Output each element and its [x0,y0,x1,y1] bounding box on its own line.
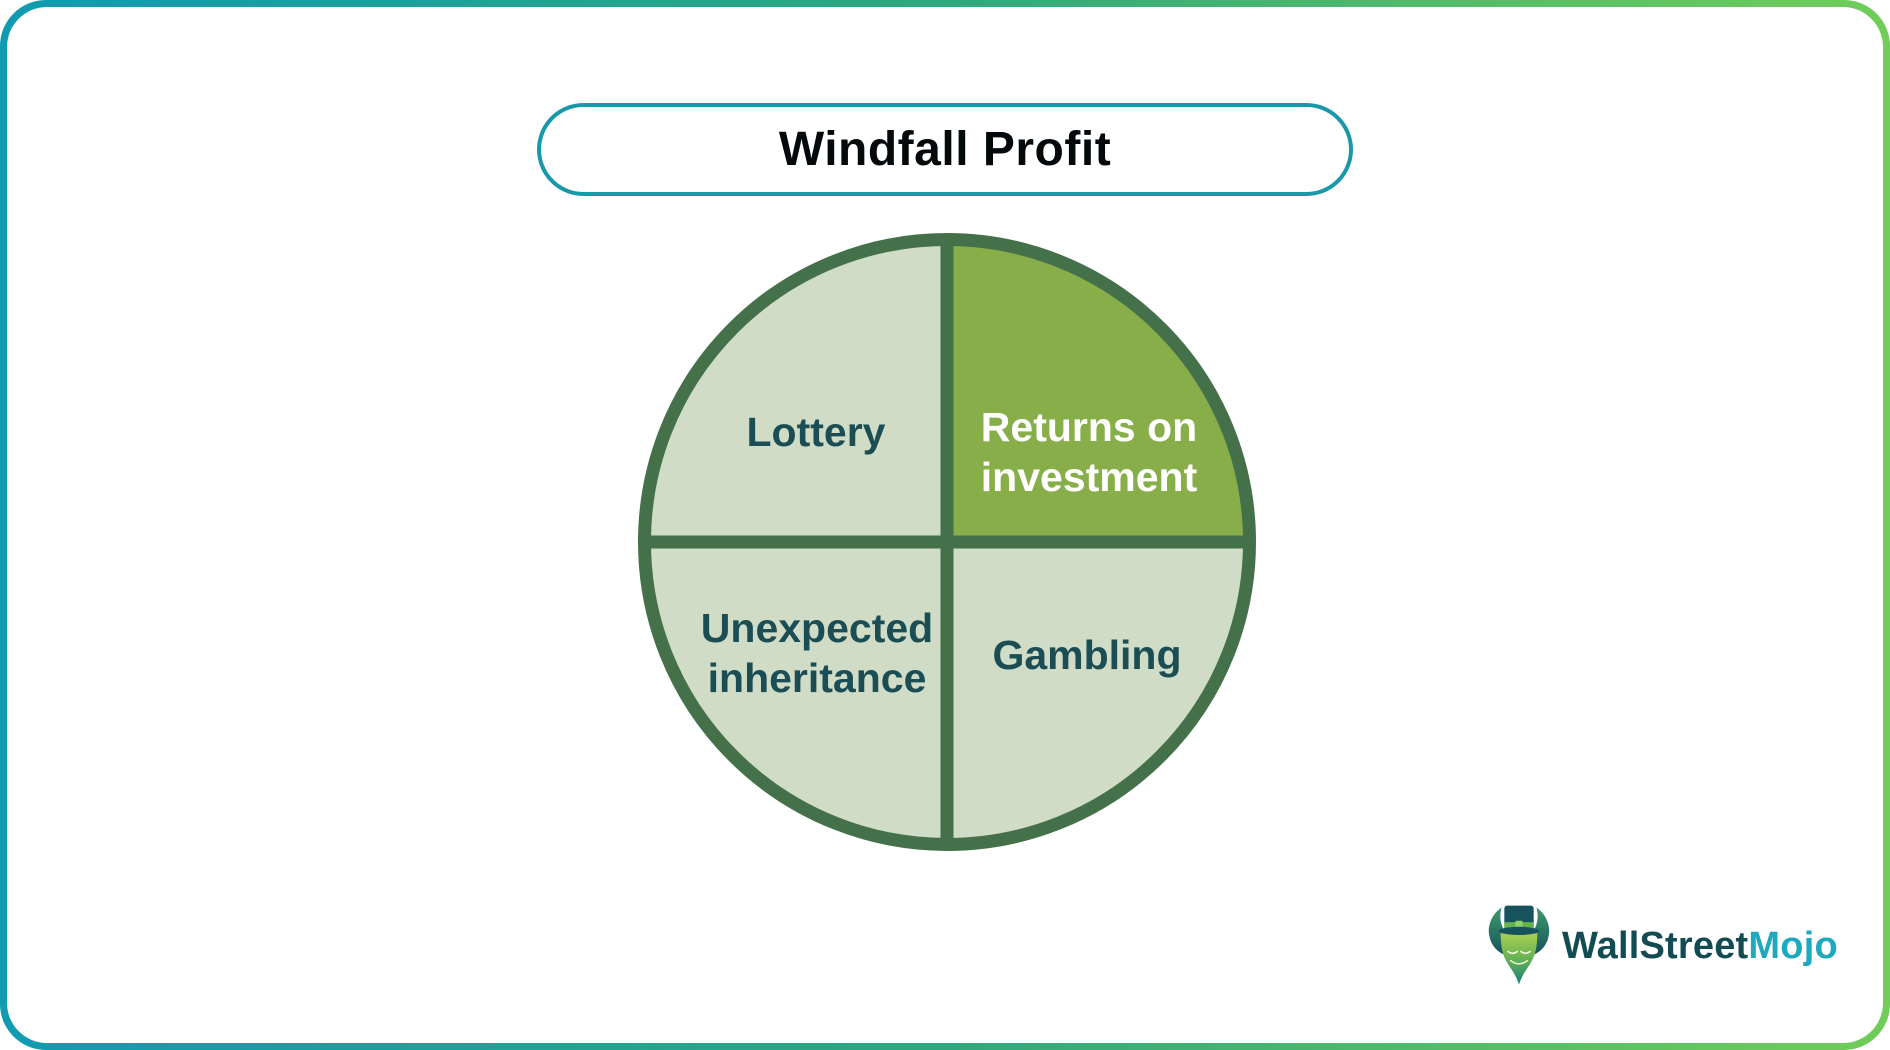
windfall-profit-diagram [638,233,1256,851]
segment-label-returns-on-investment: Returns on investment [981,402,1197,502]
segment-label-line: Lottery [746,409,886,455]
segment-label-line: Gambling [992,632,1182,678]
wallstreetmojo-logo: WallStreetMojo [1486,898,1838,994]
segment-label-line: inheritance [707,655,927,701]
page-title: Windfall Profit [778,123,1112,176]
pie-outer-ring [638,233,1256,851]
segment-label-line: Unexpected [700,605,934,651]
segment-label-lottery: Lottery [747,407,886,457]
segment-label-line: investment [980,454,1198,500]
brand-name-mojo: Mojo [1748,924,1838,967]
quadrant-pie-svg [638,233,1256,851]
segment-returns-on-investment [947,239,1250,542]
segment-label-gambling: Gambling [992,630,1181,680]
segment-label-unexpected-inheritance: Unexpected inheritance [701,603,933,703]
brand-name: WallStreetMojo [1562,925,1838,968]
bull-with-top-hat-icon [1488,905,1550,985]
title-box: Windfall Profit [537,103,1353,196]
brand-name-wallstreet: WallStreet [1562,924,1749,967]
segment-label-line: Returns on [980,404,1198,450]
